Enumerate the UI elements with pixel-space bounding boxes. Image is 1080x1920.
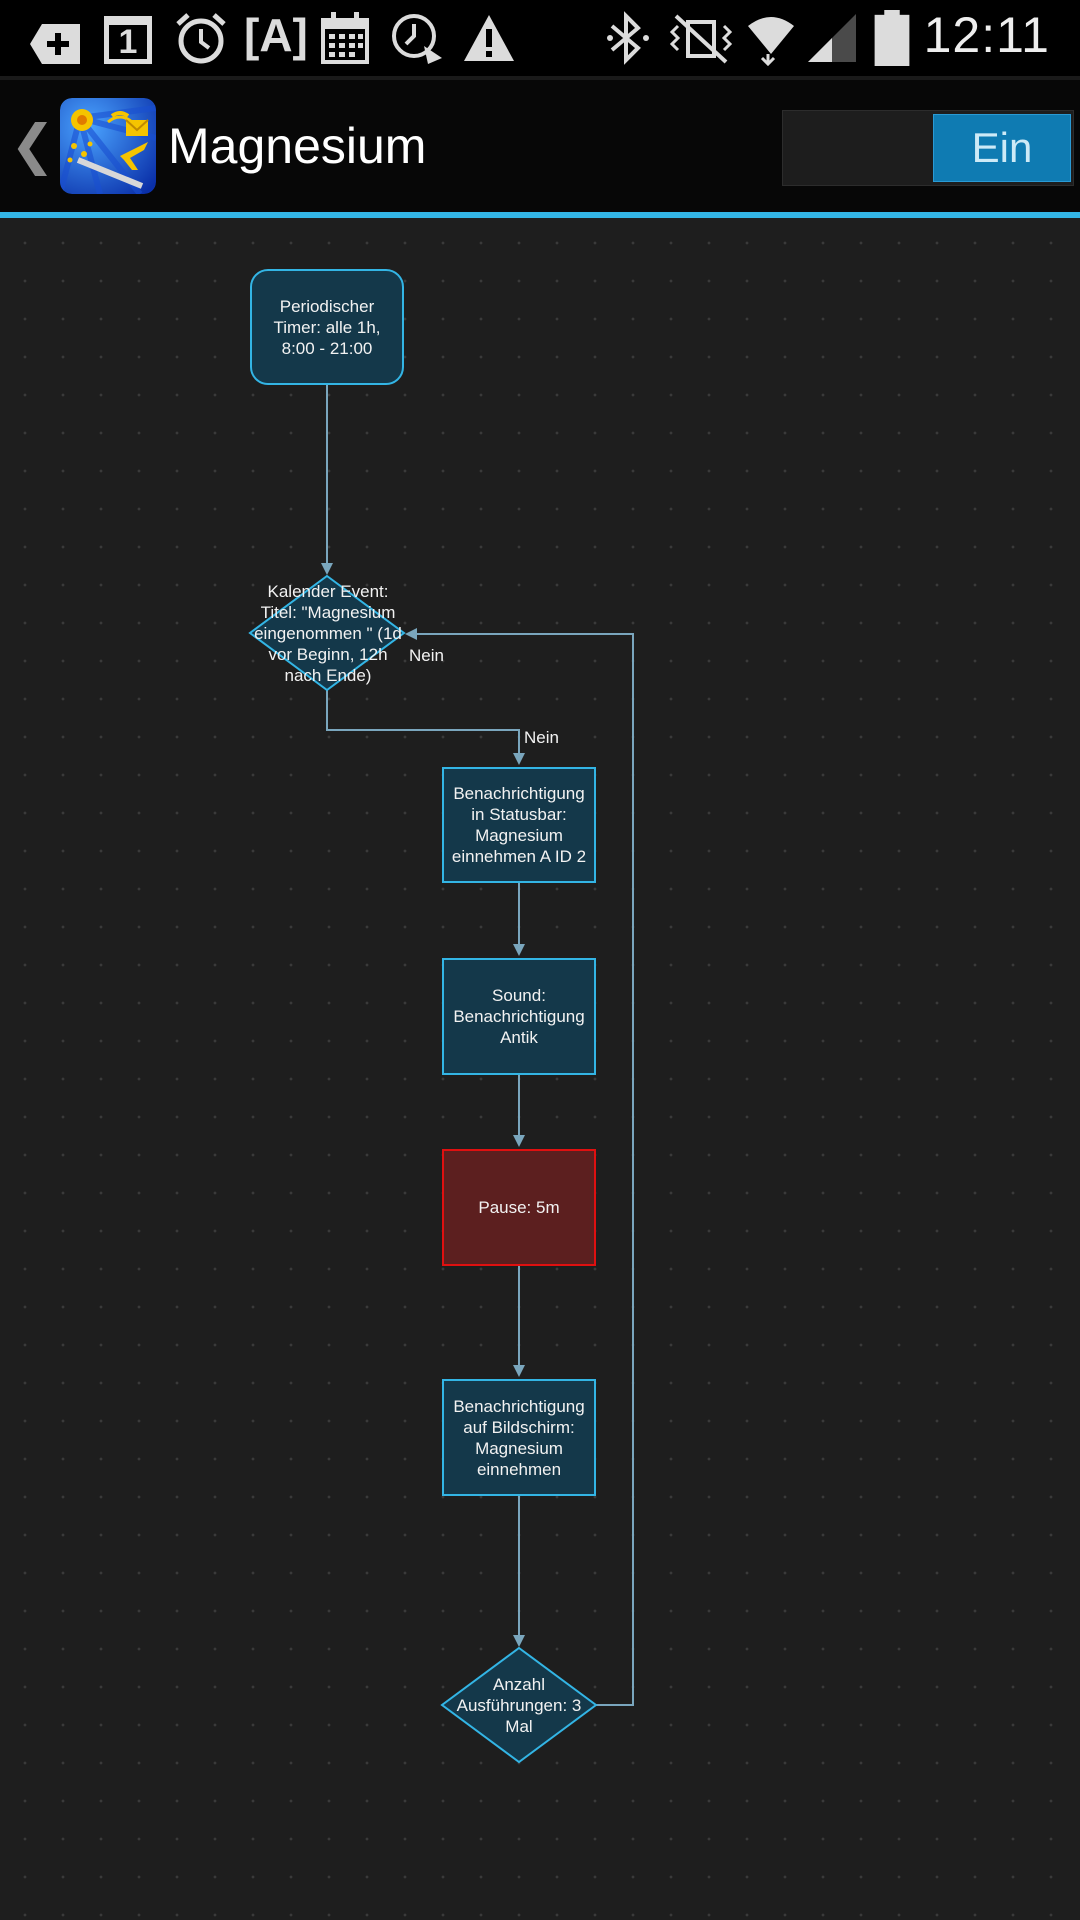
notify-statusbar-label: Benachrichtigung in Statusbar: Magnesium… (451, 784, 587, 866)
pause-node[interactable]: Pause: 5m (442, 1149, 596, 1266)
signal-icon (808, 14, 856, 62)
calendar-no-label: Nein (524, 728, 559, 747)
calendar-icon (321, 12, 369, 64)
calendar-condition-diamond[interactable] (248, 574, 406, 692)
status-separator (0, 76, 1080, 80)
status-bar: 1 [A] (0, 0, 1080, 76)
vibrate-icon (669, 14, 733, 64)
count-condition-diamond[interactable] (440, 1646, 598, 1764)
notify-screen-node[interactable]: Benachrichtigung auf Bildschirm: Magnesi… (442, 1379, 596, 1496)
enable-toggle[interactable]: Ein (782, 110, 1074, 186)
notify-statusbar-node[interactable]: Benachrichtigung in Statusbar: Magnesium… (442, 767, 596, 883)
calendar-condition-label: Kalender Event: Titel: "Magnesium eingen… (254, 581, 402, 685)
alarm-icon (176, 13, 226, 64)
calendar-date-icon: 1 (104, 16, 152, 64)
loop-back-no-label: Nein (409, 646, 444, 665)
keyboard-a-icon: [A] (244, 9, 308, 61)
trigger-node[interactable]: Periodischer Timer: alle 1h, 8:00 - 21:0… (250, 269, 404, 385)
app-icon[interactable] (60, 98, 156, 194)
bluetooth-icon (607, 11, 649, 65)
app-title: Magnesium (168, 118, 427, 174)
wifi-icon (748, 17, 794, 66)
pause-node-label: Pause: 5m (478, 1198, 560, 1217)
sound-node-label: Sound: Benachrichtigung Antik (453, 986, 585, 1047)
add-box-icon (30, 24, 80, 64)
battery-icon (874, 10, 910, 66)
sound-node[interactable]: Sound: Benachrichtigung Antik (442, 958, 596, 1075)
status-time: 12:11 (923, 7, 1050, 63)
trigger-node-label: Periodischer Timer: alle 1h, 8:00 - 21:0… (273, 296, 381, 358)
notify-screen-label: Benachrichtigung auf Bildschirm: Magnesi… (453, 1396, 585, 1479)
actionbar-accent-line (0, 212, 1080, 218)
toggle-on-label[interactable]: Ein (933, 114, 1071, 182)
edge-count-loop-back (405, 628, 634, 1706)
edge-calendar-to-notify (326, 690, 525, 765)
count-condition-label: Anzahl Ausführungen: 3 Mal (456, 1674, 582, 1736)
back-chevron-icon[interactable]: ❮ (10, 115, 56, 175)
clock-arrow-icon (392, 14, 442, 64)
warning-icon (464, 15, 514, 61)
